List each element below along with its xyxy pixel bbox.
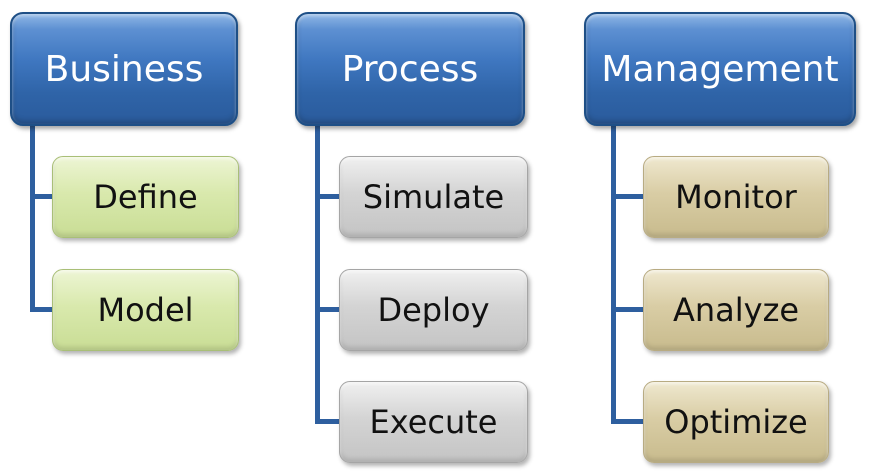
item-analyze: Analyze xyxy=(643,269,829,351)
group-business: Business Define Model xyxy=(0,0,260,471)
group-management: Management Monitor Analyze Optimize xyxy=(578,0,886,471)
connector-horizontal xyxy=(30,307,54,312)
connector-horizontal xyxy=(315,194,341,199)
connector-vertical xyxy=(30,126,35,312)
connector-horizontal xyxy=(611,307,645,312)
connector-horizontal xyxy=(30,194,54,199)
group-header: Business xyxy=(10,12,238,126)
connector-horizontal xyxy=(611,419,645,424)
connector-horizontal xyxy=(315,307,341,312)
connector-vertical xyxy=(315,126,320,424)
item-define: Define xyxy=(52,156,239,238)
group-process: Process Simulate Deploy Execute xyxy=(290,0,560,471)
connector-vertical xyxy=(611,126,616,424)
item-deploy: Deploy xyxy=(339,269,528,351)
group-header: Process xyxy=(295,12,525,126)
group-header: Management xyxy=(584,12,856,126)
item-execute: Execute xyxy=(339,381,528,463)
connector-horizontal xyxy=(315,419,341,424)
item-simulate: Simulate xyxy=(339,156,528,238)
item-optimize: Optimize xyxy=(643,381,829,463)
item-monitor: Monitor xyxy=(643,156,829,238)
item-model: Model xyxy=(52,269,239,351)
connector-horizontal xyxy=(611,194,645,199)
